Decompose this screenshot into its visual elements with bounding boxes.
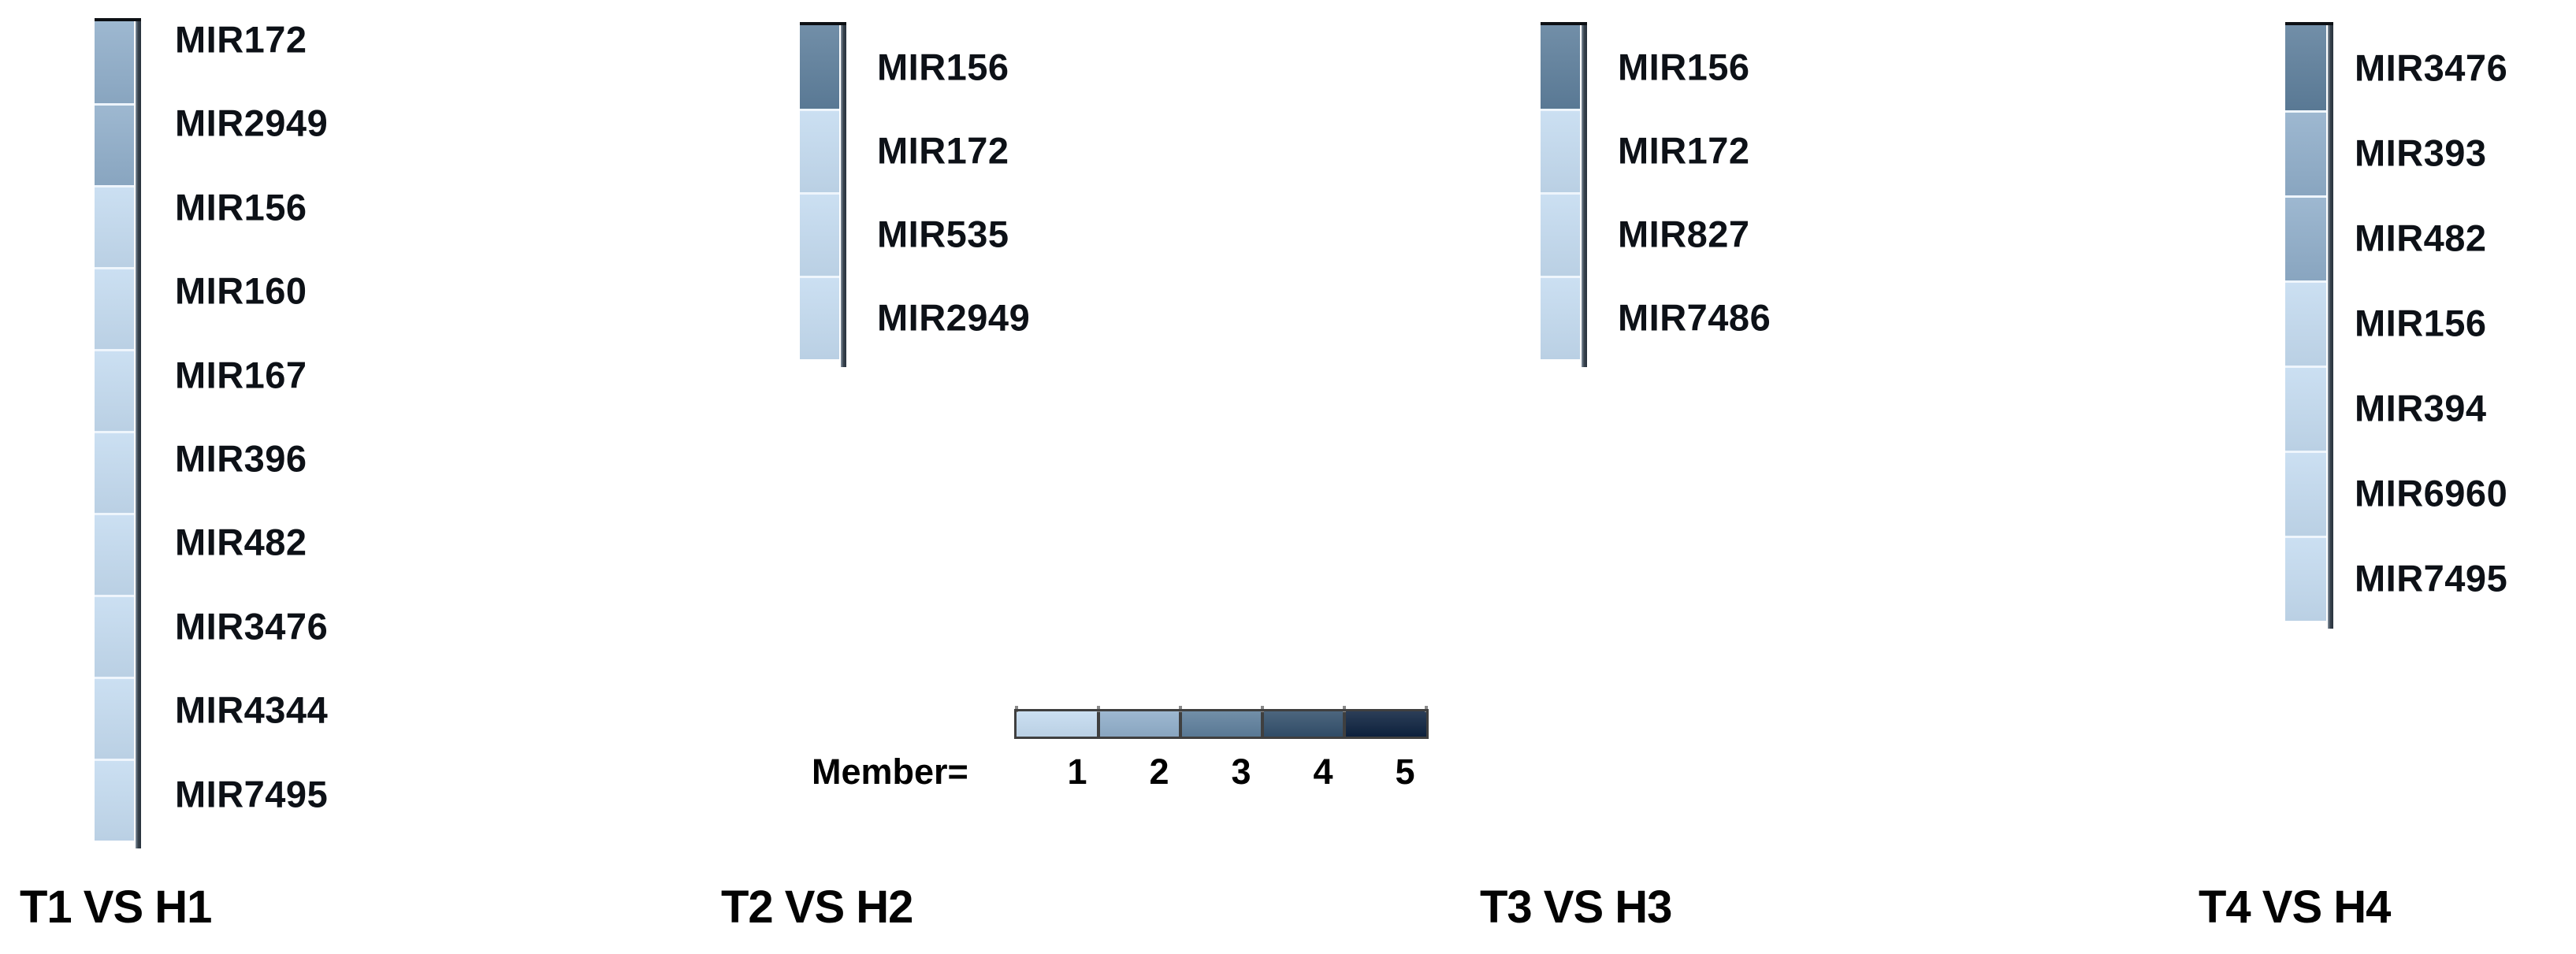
legend-color-segment xyxy=(1262,711,1344,737)
bar-top-border xyxy=(800,22,846,25)
heatmap-cell xyxy=(95,513,134,595)
comparison-title: T1 VS H1 xyxy=(20,882,212,933)
bar-top-border xyxy=(1541,22,1587,25)
comparison-title: T3 VS H3 xyxy=(1480,882,1672,933)
comparison-title: T2 VS H2 xyxy=(721,882,913,933)
legend-label: Member= xyxy=(812,752,968,792)
mir-family-label: MIR172 xyxy=(175,18,307,61)
mir-family-label: MIR396 xyxy=(175,437,307,480)
bar-axis-line xyxy=(2328,22,2333,629)
mir-family-label: MIR3476 xyxy=(2355,46,2508,89)
heatmap-cell xyxy=(95,185,134,267)
legend-segment-divider xyxy=(1261,711,1264,737)
heatmap-cell xyxy=(1541,276,1580,359)
comparison-title: T4 VS H4 xyxy=(2199,882,2391,933)
mir-family-label: MIR156 xyxy=(1618,46,1750,88)
heatmap-cell xyxy=(2285,536,2326,621)
mir-family-label: MIR535 xyxy=(877,213,1009,255)
mir-family-label: MIR167 xyxy=(175,354,307,396)
legend-level-number: 2 xyxy=(1149,752,1169,792)
legend-color-segment xyxy=(1098,711,1180,737)
heatmap-cell xyxy=(800,276,839,359)
mir-family-label: MIR3476 xyxy=(175,605,329,648)
heatmap-cell xyxy=(2285,366,2326,451)
heatmap-cell xyxy=(95,349,134,431)
heatmap-cell xyxy=(95,759,134,841)
mir-family-label: MIR156 xyxy=(2355,302,2487,344)
legend-color-segment xyxy=(1180,711,1262,737)
heatmap-cell xyxy=(95,21,134,103)
bar-axis-line xyxy=(1582,22,1587,367)
heatmap-cell xyxy=(2285,110,2326,195)
heatmap-cell xyxy=(2285,280,2326,366)
legend-segment-divider xyxy=(1097,711,1100,737)
mir-family-label: MIR482 xyxy=(175,521,307,563)
heatmap-cell xyxy=(95,431,134,513)
mir-family-label: MIR172 xyxy=(1618,129,1750,172)
heatmap-cell xyxy=(95,677,134,759)
heatmap-cell xyxy=(2285,195,2326,280)
heatmap-cell xyxy=(800,109,839,192)
mir-family-label: MIR393 xyxy=(2355,132,2487,174)
bar-axis-line xyxy=(136,18,141,848)
mir-family-label: MIR156 xyxy=(877,46,1009,88)
heatmap-cell xyxy=(1541,109,1580,192)
mir-family-label: MIR6960 xyxy=(2355,472,2508,514)
heatmap-cell xyxy=(1541,25,1580,109)
bar-top-border xyxy=(2285,22,2333,25)
legend-level-number: 1 xyxy=(1067,752,1087,792)
mir-family-label: MIR7495 xyxy=(2355,557,2508,599)
mir-family-label: MIR172 xyxy=(877,129,1009,172)
legend-color-segment xyxy=(1344,711,1426,737)
legend-color-segment xyxy=(1017,711,1098,737)
heatmap-cell xyxy=(95,103,134,185)
legend-outer-border xyxy=(1014,709,1429,739)
heatmap-cell xyxy=(1541,192,1580,276)
heatmap-cell xyxy=(800,192,839,276)
legend-level-number: 3 xyxy=(1231,752,1251,792)
bar-axis-line xyxy=(841,22,846,367)
heatmap-cell xyxy=(800,25,839,109)
mir-family-label: MIR2949 xyxy=(175,102,329,144)
legend-level-number: 4 xyxy=(1313,752,1333,792)
mir-family-label: MIR2949 xyxy=(877,296,1031,339)
legend-level-number: 5 xyxy=(1395,752,1415,792)
mir-family-label: MIR4344 xyxy=(175,689,329,731)
heatmap-cell xyxy=(95,267,134,349)
mir-family-label: MIR394 xyxy=(2355,387,2487,429)
heatmap-cell xyxy=(2285,451,2326,536)
mir-family-label: MIR156 xyxy=(175,186,307,228)
heatmap-cell xyxy=(2285,25,2326,110)
mir-family-label: MIR482 xyxy=(2355,217,2487,259)
legend-segment-divider xyxy=(1179,711,1182,737)
mir-family-label: MIR827 xyxy=(1618,213,1750,255)
mir-family-label: MIR7486 xyxy=(1618,296,1771,339)
mir-family-label: MIR160 xyxy=(175,269,307,312)
mir-family-label: MIR7495 xyxy=(175,773,329,815)
bar-top-border xyxy=(95,18,141,21)
heatmap-cell xyxy=(95,595,134,677)
legend-segment-divider xyxy=(1343,711,1346,737)
